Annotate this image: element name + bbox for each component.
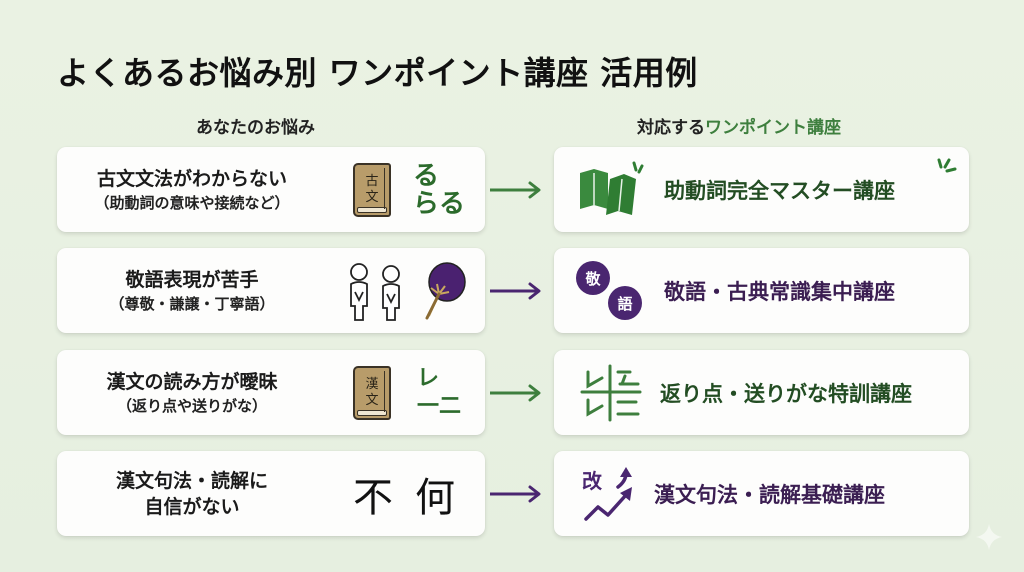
problem-detail: 自信がない [144,495,240,518]
problem-card-kobun-grammar[interactable]: 古文文法がわからない （助動詞の意味や接続など） 古 文 る らる [57,147,485,232]
column-header-courses-prefix: 対応する [637,118,705,138]
speech-bubble-icon: 敬 [576,261,610,295]
problem-title: 敬語表現が苦手 [125,268,259,291]
course-card-kanbun-syntax[interactable]: 改 漢文句法・読解基礎講座 [554,451,969,536]
problem-detail: （尊敬・謙譲・丁寧語） [109,294,275,313]
classic-book-icon: 漢 文 [353,365,391,420]
improvement-arrow-icon [584,467,632,521]
problem-card-kanbun-reading[interactable]: 漢文の読み方が曖昧 （返り点や送りがな） 漢 文 レ 一二 [57,350,485,435]
speech-bubble-icon: 語 [608,286,642,320]
arrow-right-icon [490,485,541,503]
problem-detail: （返り点や送りがな） [116,396,267,415]
problem-title: 漢文句法・読解に [115,469,268,492]
column-header-courses-accent: ワンポイント講座 [705,118,841,138]
kaeriten-ichi-ni-mark: 一二 [417,393,462,419]
bubble-label: 語 [617,294,633,313]
kanji-glyph-question: 何 [415,474,455,521]
arrow-right-icon [490,282,541,300]
sparkle-lines-icon [937,158,957,173]
classic-book-icon: 古 文 [353,162,391,217]
sparkle-icon [976,524,1002,550]
course-title: 返り点・送りがな特訓講座 [660,381,912,406]
kai-label: 改 [582,469,602,493]
arrow-right-icon [490,181,541,199]
kanji-glyph-negation: 不 [353,474,393,521]
course-card-kaeriten[interactable]: 返り点・送りがな特訓講座 [554,350,969,435]
bubble-label: 敬 [585,269,601,288]
course-card-keigo[interactable]: 敬 語 敬語・古典常識集中講座 [554,248,969,333]
problem-title: 漢文の読み方が曖昧 [106,370,278,393]
book-label: 文 [365,189,379,205]
page-title: よくあるお悩み別 ワンポイント講座 活用例 [57,54,698,92]
arrow-right-icon [490,384,541,402]
course-title: 漢文句法・読解基礎講座 [654,482,885,507]
book-label: 古 [365,173,379,189]
problem-title: 古文文法がわからない [96,167,287,190]
uchiwa-fan-icon [425,262,466,320]
kaeriten-re-mark: レ [417,365,440,391]
course-card-auxiliary-verbs[interactable]: 助動詞完全マスター講座 [554,147,969,232]
bowing-people-icon [350,263,400,321]
auxiliary-verb-raru: らる [413,188,466,219]
problem-detail: （助動詞の意味や接続など） [94,193,290,212]
book-label: 文 [365,392,379,408]
column-header-problems: あなたのお悩み [196,118,315,138]
auxiliary-verb-ru: る [413,160,440,191]
problem-card-kanbun-syntax[interactable]: 漢文句法・読解に 自信がない 不 何 [57,451,485,536]
open-books-icon [580,161,644,215]
course-title: 敬語・古典常識集中講座 [664,279,895,304]
column-header-courses: 対応するワンポイント講座 [637,113,841,138]
problem-card-keigo[interactable]: 敬語表現が苦手 （尊敬・謙譲・丁寧語） [57,248,485,333]
book-label: 漢 [365,376,379,392]
kaeriten-grid-icon [580,364,642,422]
course-title: 助動詞完全マスター講座 [664,178,895,203]
